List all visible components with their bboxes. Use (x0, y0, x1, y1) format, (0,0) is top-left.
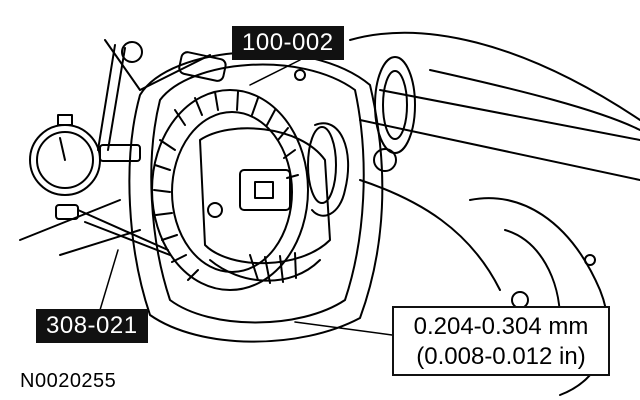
magnetic-base-rod (19, 39, 227, 256)
tool-callout-100-002: 100-002 (232, 26, 344, 60)
spec-metric: 0.204-0.304 mm (413, 313, 589, 340)
specification-box: 0.204-0.304 mm (0.008-0.012 in) (392, 306, 610, 376)
spec-imperial: (0.008-0.012 in) (416, 343, 586, 370)
axle-tube (349, 31, 640, 181)
figure-id: N0020255 (20, 370, 117, 392)
differential-case (199, 122, 350, 284)
ring-gear (151, 89, 309, 291)
dial-indicator (29, 114, 171, 256)
leader-lines (99, 59, 393, 336)
tool-callout-308-021: 308-021 (36, 309, 148, 343)
